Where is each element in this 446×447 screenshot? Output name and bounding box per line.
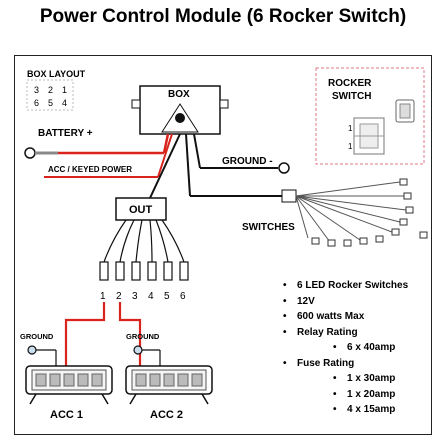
box-label: BOX xyxy=(168,89,190,100)
spec-list: 6 LED Rocker Switches12V600 watts MaxRel… xyxy=(283,278,408,418)
spec-item: 6 x 40amp xyxy=(283,340,408,356)
rocker-panel xyxy=(315,67,425,165)
out-num: 2 xyxy=(116,291,122,302)
layout-cell: 6 xyxy=(34,98,39,108)
layout-cell: 3 xyxy=(34,85,39,95)
ground-connectors xyxy=(27,345,161,366)
light-bar-acc2 xyxy=(125,365,213,405)
out-num: 5 xyxy=(164,291,170,302)
layout-cell: 4 xyxy=(62,98,67,108)
rocker-label-line2: SWITCH xyxy=(332,91,371,102)
out-wire-trunk xyxy=(149,133,181,199)
out-num: 6 xyxy=(180,291,186,302)
acc2-label: ACC 2 xyxy=(150,409,183,421)
box-layout-grid: 3 2 1 6 5 4 xyxy=(26,79,74,111)
acc1-ground-label: GROUND xyxy=(20,332,54,341)
spec-item: 6 LED Rocker Switches xyxy=(283,278,408,294)
out-wires xyxy=(99,219,189,281)
switch-harness xyxy=(185,133,428,247)
diagram-title: Power Control Module (6 Rocker Switch) xyxy=(39,6,407,27)
ground-main-wire xyxy=(193,133,290,174)
spec-item: Fuse Rating xyxy=(283,356,408,372)
out-num: 4 xyxy=(148,291,154,302)
spec-item: 600 watts Max xyxy=(283,309,408,325)
spec-item: 1 x 30amp xyxy=(283,371,408,387)
spec-item: 4 x 15amp xyxy=(283,402,408,418)
light-bar-acc1 xyxy=(25,365,113,405)
battery-label: BATTERY + xyxy=(38,128,93,139)
acc-keyed-wire xyxy=(44,133,173,178)
spec-item: 12V xyxy=(283,294,408,310)
diagram-frame xyxy=(14,55,432,435)
out-num: 1 xyxy=(100,291,106,302)
acc2-ground-label: GROUND xyxy=(126,332,160,341)
rocker-num-bottom: 1 xyxy=(348,142,353,151)
layout-cell: 5 xyxy=(48,98,53,108)
rocker-label-line1: ROCKER xyxy=(328,78,372,89)
out-label: OUT xyxy=(129,204,153,216)
out-num: 3 xyxy=(132,291,138,302)
layout-cell: 2 xyxy=(48,85,53,95)
out-wire-numbers: 1 2 3 4 5 6 xyxy=(100,291,186,302)
power-box xyxy=(131,85,229,135)
out-box xyxy=(115,197,167,221)
spec-item: 1 x 20amp xyxy=(283,387,408,403)
battery-wire xyxy=(24,133,170,159)
box-layout-label: BOX LAYOUT xyxy=(27,69,86,79)
switches-label: SWITCHES xyxy=(242,222,295,233)
rocker-num-top: 1 xyxy=(348,124,353,133)
ground-main-label: GROUND - xyxy=(222,156,273,167)
acc-red-wires xyxy=(64,302,142,366)
rocker-switch-icon xyxy=(353,99,415,155)
spec-item: Relay Rating xyxy=(283,325,408,341)
acc-keyed-label: ACC / KEYED POWER xyxy=(48,165,132,174)
layout-cell: 1 xyxy=(62,85,67,95)
acc1-label: ACC 1 xyxy=(50,409,83,421)
